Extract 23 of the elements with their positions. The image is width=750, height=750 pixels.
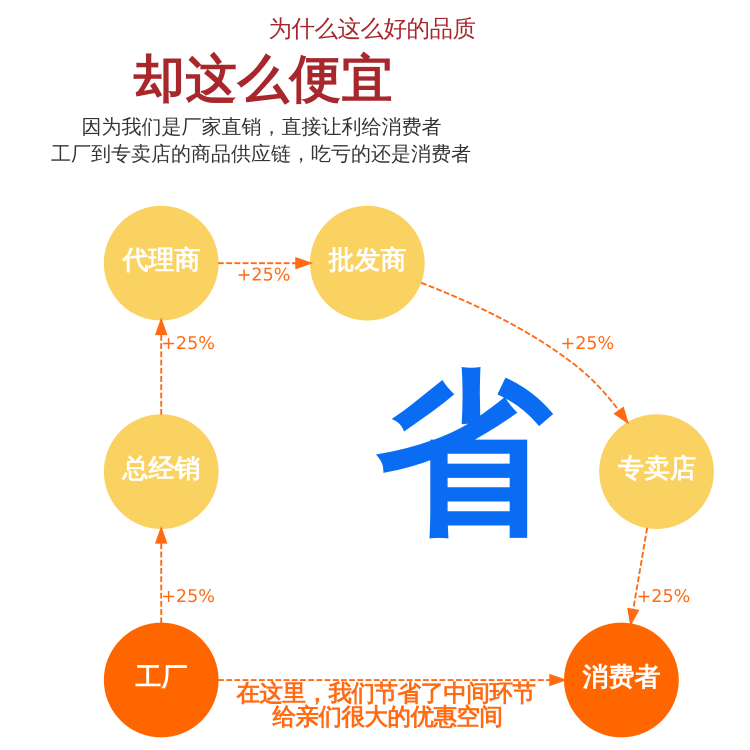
edge-label: 在这里，我们节省了中间环节给亲们很大的优惠空间 bbox=[236, 679, 536, 731]
label: 省 bbox=[376, 352, 552, 556]
node-circle: 代理商 bbox=[103, 206, 218, 321]
edge-label: +25% bbox=[160, 334, 214, 354]
arrow bbox=[154, 526, 167, 624]
node-circle: 工厂 bbox=[103, 622, 218, 738]
node-circle: 批发商 bbox=[309, 206, 424, 321]
edge-label: +25% bbox=[560, 334, 614, 354]
label: 却这么便宜 bbox=[133, 50, 394, 110]
edge-label: +25% bbox=[636, 587, 690, 608]
arrow bbox=[420, 282, 629, 425]
node-circle: 消费者 bbox=[564, 622, 678, 738]
edge-label: +25% bbox=[236, 266, 290, 286]
label: 工厂到专卖店的商品供应链，吃亏的还是消费者 bbox=[50, 142, 471, 166]
node-circle: 专卖店 bbox=[598, 414, 714, 529]
diagram-title: 为什么这么好的品质 bbox=[268, 14, 475, 43]
arrow bbox=[626, 528, 648, 626]
arrow bbox=[154, 317, 167, 415]
edge-label: +25% bbox=[160, 587, 214, 608]
node-circle: 总经销 bbox=[103, 414, 218, 529]
label: 因为我们是厂家直销，直接让利给消费者 bbox=[81, 115, 442, 138]
arrow bbox=[218, 256, 313, 270]
arrow bbox=[218, 674, 567, 686]
